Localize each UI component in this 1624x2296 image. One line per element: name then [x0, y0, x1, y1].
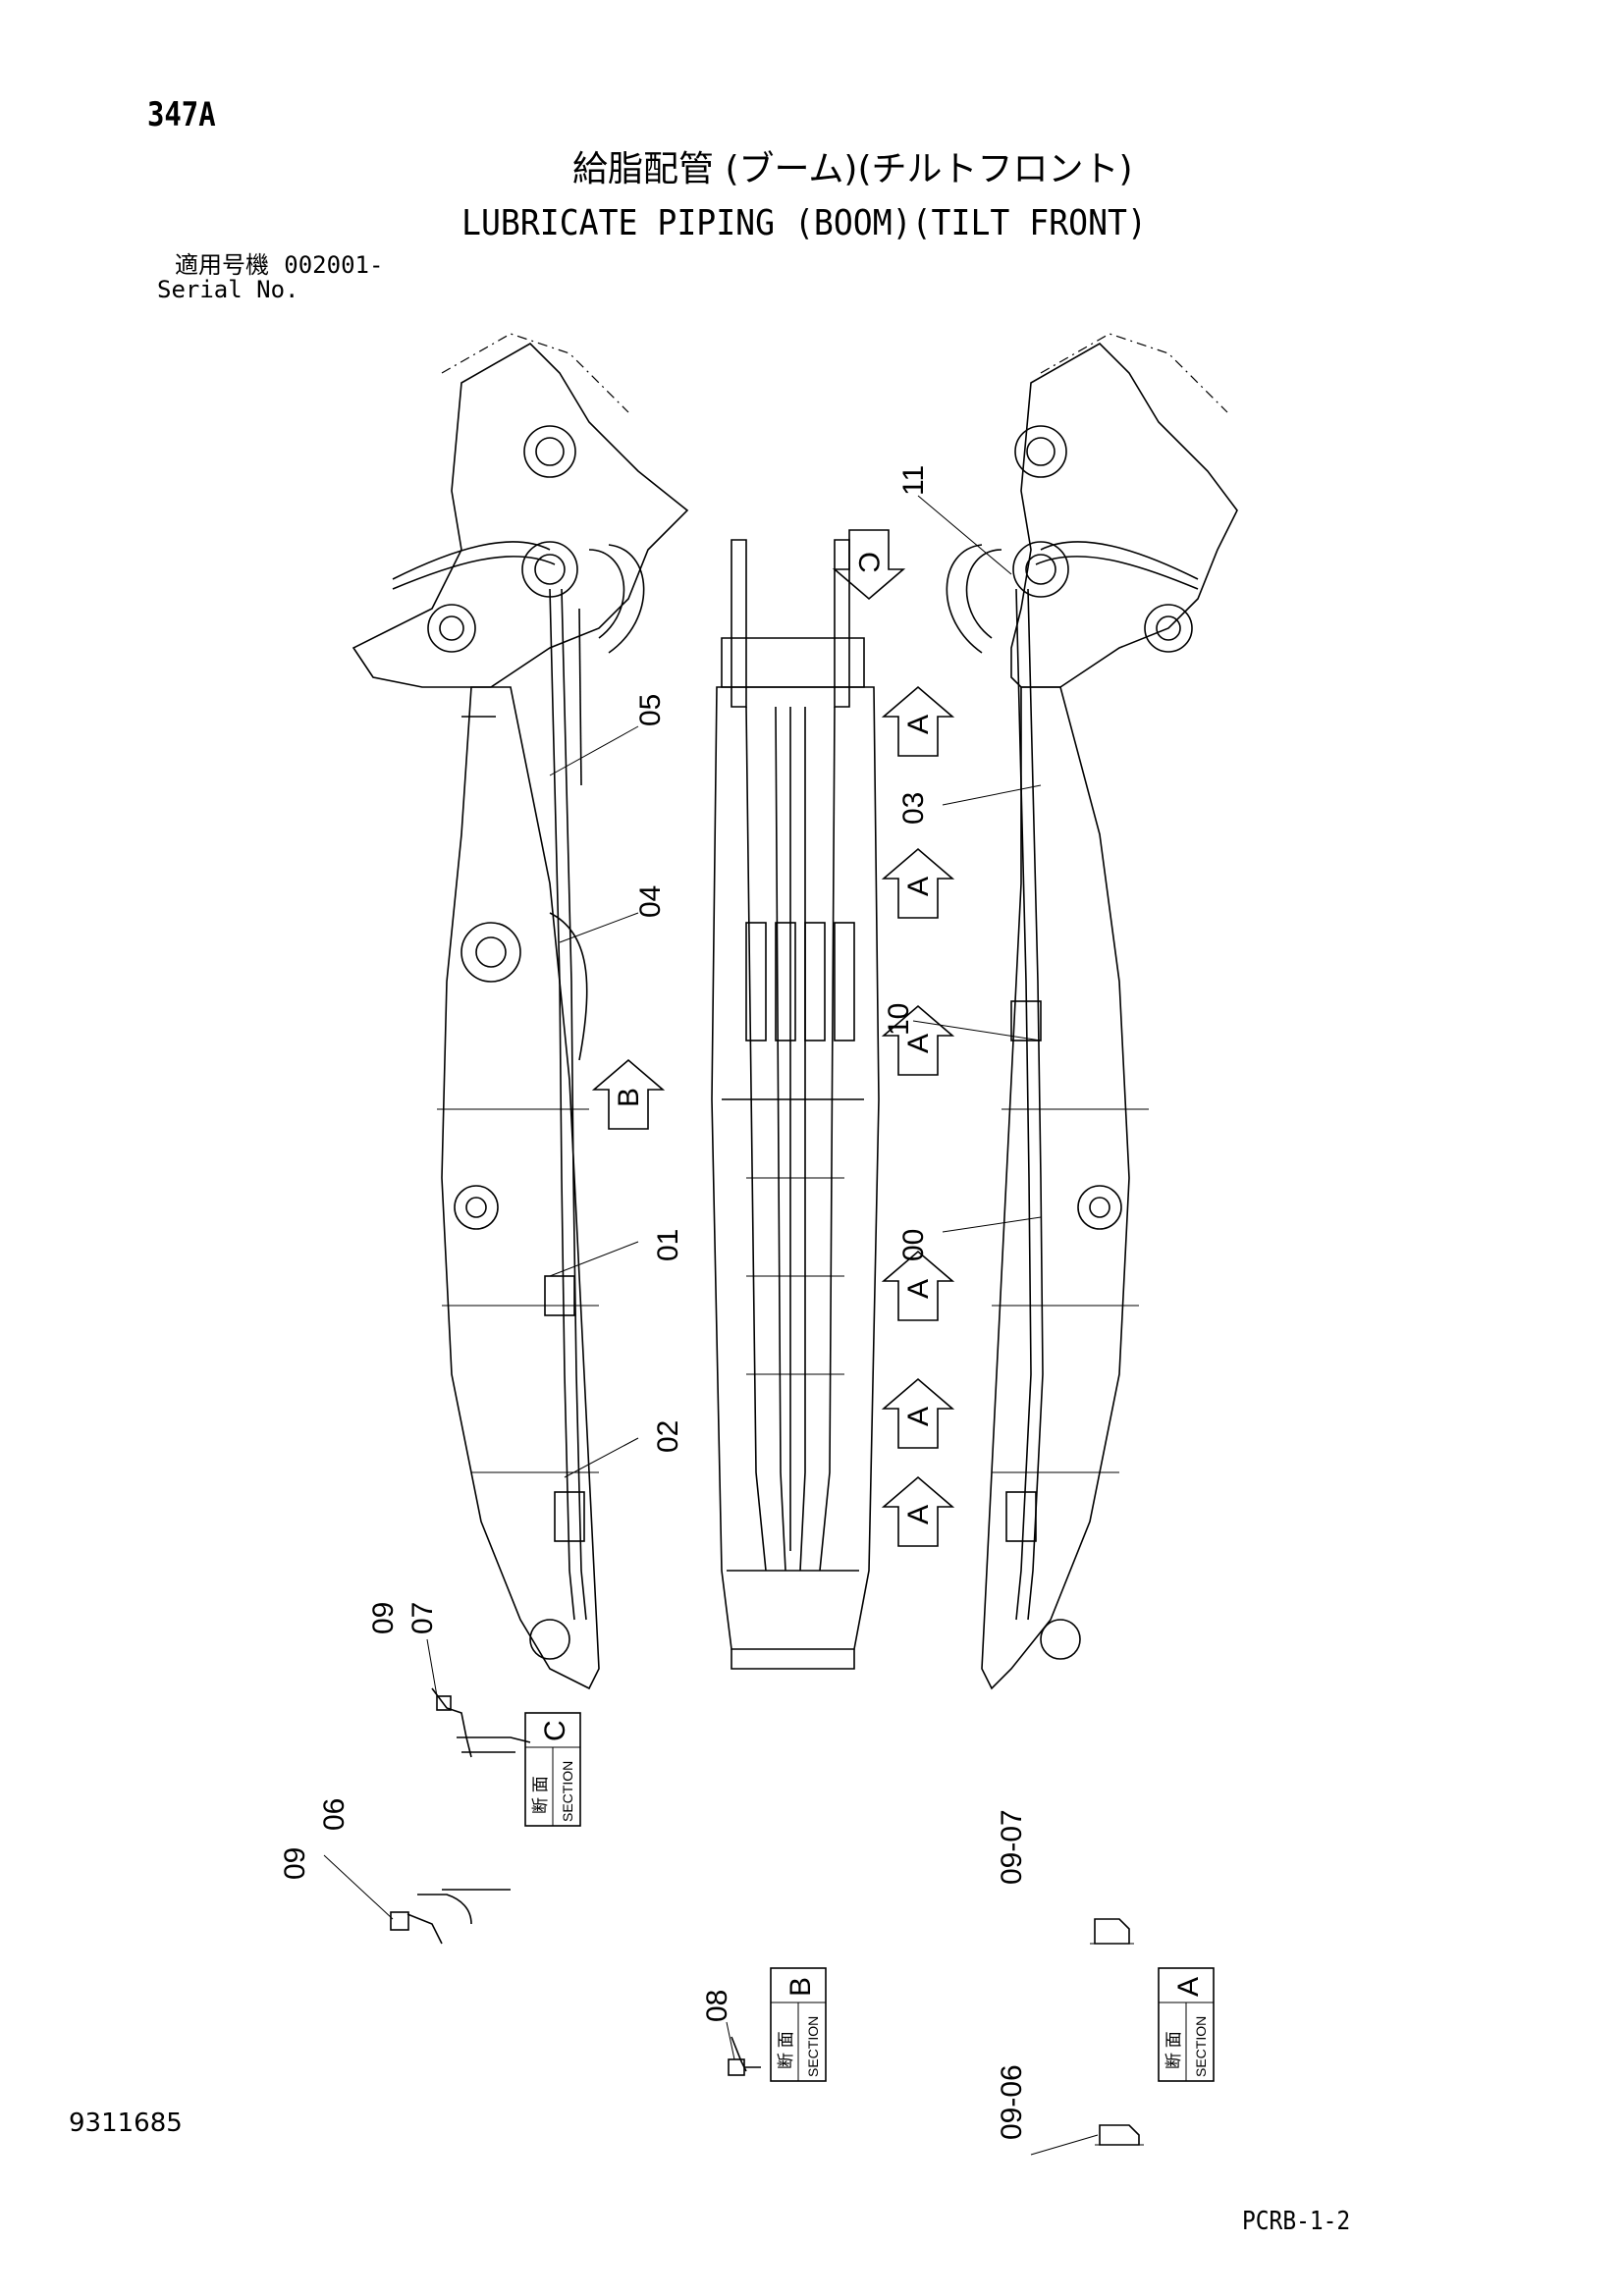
section-label-a: 断 面 SECTION A [1158, 1967, 1215, 2082]
svg-text:A: A [902, 877, 935, 896]
section-label-c: 断 面 SECTION C [524, 1712, 581, 1827]
callout-03: 03 [897, 792, 930, 825]
view-marker-a-3: A [881, 1004, 955, 1076]
serial-line: 適用号機 002001- [175, 253, 383, 277]
page-id: 347A [147, 95, 216, 134]
view-marker-a-2: A [881, 847, 955, 919]
callout-02: 02 [652, 1420, 684, 1453]
page-reference: PCRB-1-2 [1242, 2207, 1351, 2236]
svg-text:SECTION: SECTION [805, 2016, 821, 2077]
detail-views [390, 1687, 1144, 2146]
callout-11: 11 [897, 465, 930, 496]
callout-09-lower-left: 09 [279, 1847, 311, 1880]
serial-label-en: Serial No. [157, 276, 299, 303]
callout-09-06: 09-06 [996, 2064, 1028, 2140]
svg-text:A: A [1172, 1977, 1205, 1997]
serial-label-jp: 適用号機 [175, 251, 269, 279]
callout-04: 04 [634, 885, 667, 918]
callout-09-upper-left: 09 [367, 1602, 400, 1634]
right-boom-view [946, 333, 1238, 1690]
left-boom-view [352, 333, 689, 1690]
title-japanese: 給脂配管 (ブーム)(チルトフロント) [572, 149, 1133, 189]
view-marker-a-6: A [881, 1475, 955, 1547]
svg-text:SECTION: SECTION [560, 1761, 575, 1822]
svg-text:SECTION: SECTION [1193, 2016, 1209, 2077]
view-marker-a-4: A [881, 1250, 955, 1321]
svg-text:A: A [902, 1034, 935, 1053]
svg-text:B: B [613, 1088, 645, 1107]
svg-text:A: A [902, 715, 935, 734]
callout-09-07: 09-07 [996, 1809, 1028, 1885]
callout-06: 06 [318, 1798, 351, 1831]
document-number: 9311685 [69, 2109, 183, 2138]
center-top-view [711, 539, 880, 1670]
svg-text:C: C [539, 1720, 571, 1741]
svg-text:B: B [785, 1977, 817, 1997]
svg-text:A: A [902, 1279, 935, 1299]
title-english: LUBRICATE PIPING (BOOM)(TILT FRONT) [461, 203, 1147, 243]
view-marker-a-1: A [881, 685, 955, 757]
view-marker-c: C [832, 529, 906, 601]
section-label-b: 断 面 SECTION B [770, 1967, 827, 2082]
callout-07: 07 [406, 1602, 439, 1634]
serial-value: 002001- [284, 251, 384, 279]
svg-text:断 面: 断 面 [1164, 2031, 1183, 2069]
svg-text:C: C [852, 552, 885, 573]
view-marker-b: B [591, 1058, 666, 1130]
leader-lines [323, 495, 1099, 2156]
view-marker-a-5: A [881, 1377, 955, 1449]
svg-text:断 面: 断 面 [531, 1776, 550, 1814]
svg-text:断 面: 断 面 [777, 2031, 795, 2069]
callout-10: 10 [883, 1003, 915, 1036]
callout-01: 01 [652, 1229, 684, 1261]
callout-05: 05 [634, 694, 667, 726]
svg-text:A: A [902, 1407, 935, 1426]
svg-text:A: A [902, 1505, 935, 1524]
callout-08: 08 [701, 1990, 733, 2022]
